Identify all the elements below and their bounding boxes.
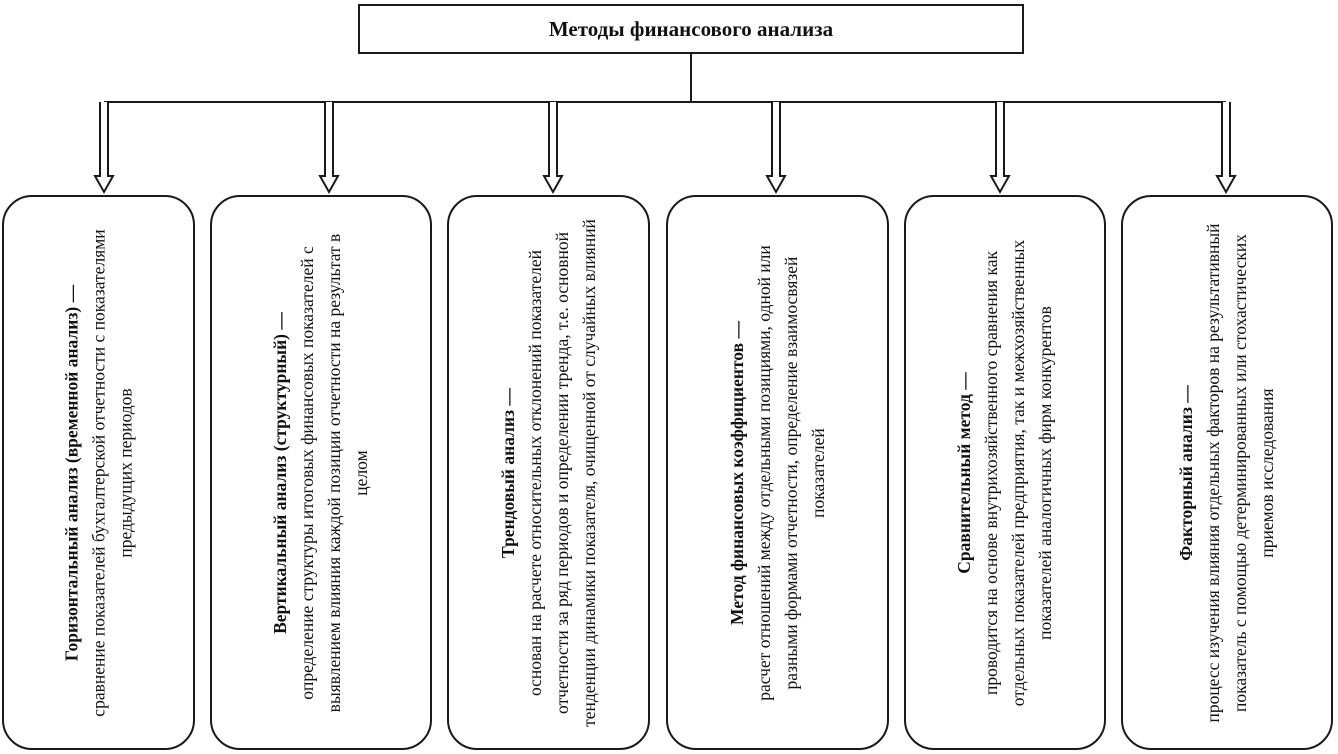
method-term: Сравнительный метод —: [954, 371, 974, 574]
method-card-comparative: Сравнительный метод — проводится на осно…: [904, 195, 1106, 750]
method-description: расчет отношений между отдельными позици…: [753, 244, 828, 701]
down-arrow: [989, 102, 1011, 195]
root-box: Методы финансового анализа: [358, 4, 1024, 54]
down-arrow: [1215, 102, 1237, 195]
method-card-factor: Факторный анализ — процесс изучения влия…: [1121, 195, 1333, 750]
method-text: Трендовый анализ — основан на расчете от…: [495, 215, 603, 730]
method-term: Вертикальный анализ (структурный) —: [270, 311, 290, 634]
method-text: Вертикальный анализ (структурный) — опре…: [267, 215, 375, 730]
method-description: сравнение показателей бухгалтерской отче…: [88, 228, 135, 717]
root-title: Методы финансового анализа: [548, 16, 834, 41]
down-arrow: [542, 102, 564, 195]
method-description: проводится на основе внутрихозяйственног…: [981, 239, 1055, 706]
method-text: Факторный анализ — процесс изучения влия…: [1173, 215, 1281, 730]
down-arrow: [765, 102, 787, 195]
method-card-horizontal: Горизонтальный анализ (временной анализ)…: [2, 195, 195, 750]
method-text: Метод финансовых коэффициентов — расчет …: [724, 215, 832, 730]
down-arrow: [318, 102, 340, 195]
method-text: Сравнительный метод — проводится на осно…: [951, 215, 1059, 730]
method-term: Факторный анализ —: [1176, 384, 1196, 561]
method-description: процесс изучения влияния отдельных факто…: [1203, 222, 1277, 723]
method-term: Горизонтальный анализ (временной анализ)…: [61, 284, 81, 661]
method-term: Трендовый анализ —: [497, 387, 518, 558]
method-text: Горизонтальный анализ (временной анализ)…: [58, 215, 139, 730]
down-arrow: [93, 102, 115, 195]
method-description: основан на расчете относительных отклоне…: [524, 218, 599, 727]
method-term: Метод финансовых коэффициентов —: [726, 320, 747, 625]
method-card-vertical: Вертикальный анализ (структурный) — опре…: [210, 195, 432, 750]
method-card-trend: Трендовый анализ — основан на расчете от…: [447, 195, 650, 750]
method-description: определение структуры итоговых финансовы…: [297, 233, 371, 712]
method-card-ratios: Метод финансовых коэффициентов — расчет …: [666, 195, 889, 750]
